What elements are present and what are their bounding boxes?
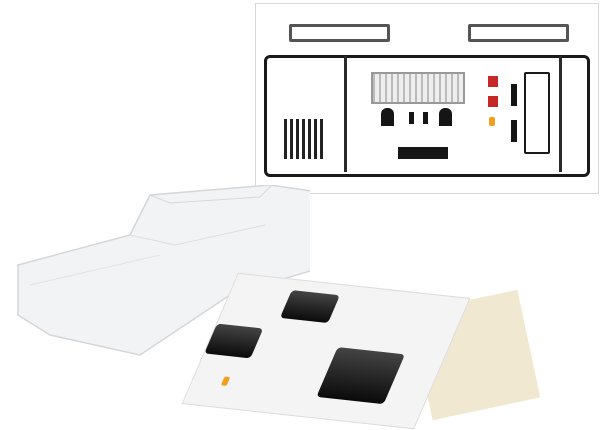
- rear-bumper: [398, 147, 448, 159]
- frame-divider: [559, 56, 562, 172]
- window-decal: [204, 323, 264, 359]
- taillight: [488, 76, 498, 87]
- marker-light: [489, 117, 495, 126]
- frame-divider: [344, 56, 347, 172]
- hardware-bits: [284, 119, 326, 159]
- bumper-mount-left: [289, 24, 390, 42]
- parts-tree-inset: [255, 3, 599, 194]
- window-decal: [279, 290, 340, 324]
- taillight: [488, 96, 498, 107]
- roof-rack: [524, 72, 550, 154]
- part: [511, 120, 517, 142]
- decal-marker: [220, 376, 231, 386]
- part: [511, 84, 517, 106]
- window-decal: [316, 347, 405, 405]
- mirror: [381, 108, 394, 126]
- part: [423, 112, 428, 124]
- bumper-mount-right: [468, 24, 569, 42]
- parts-frame: [264, 55, 590, 177]
- truck-body-shape: [17, 184, 341, 356]
- part: [409, 112, 414, 124]
- front-grille: [371, 72, 465, 104]
- clear-truck-body: [10, 184, 341, 385]
- mirror: [439, 108, 452, 126]
